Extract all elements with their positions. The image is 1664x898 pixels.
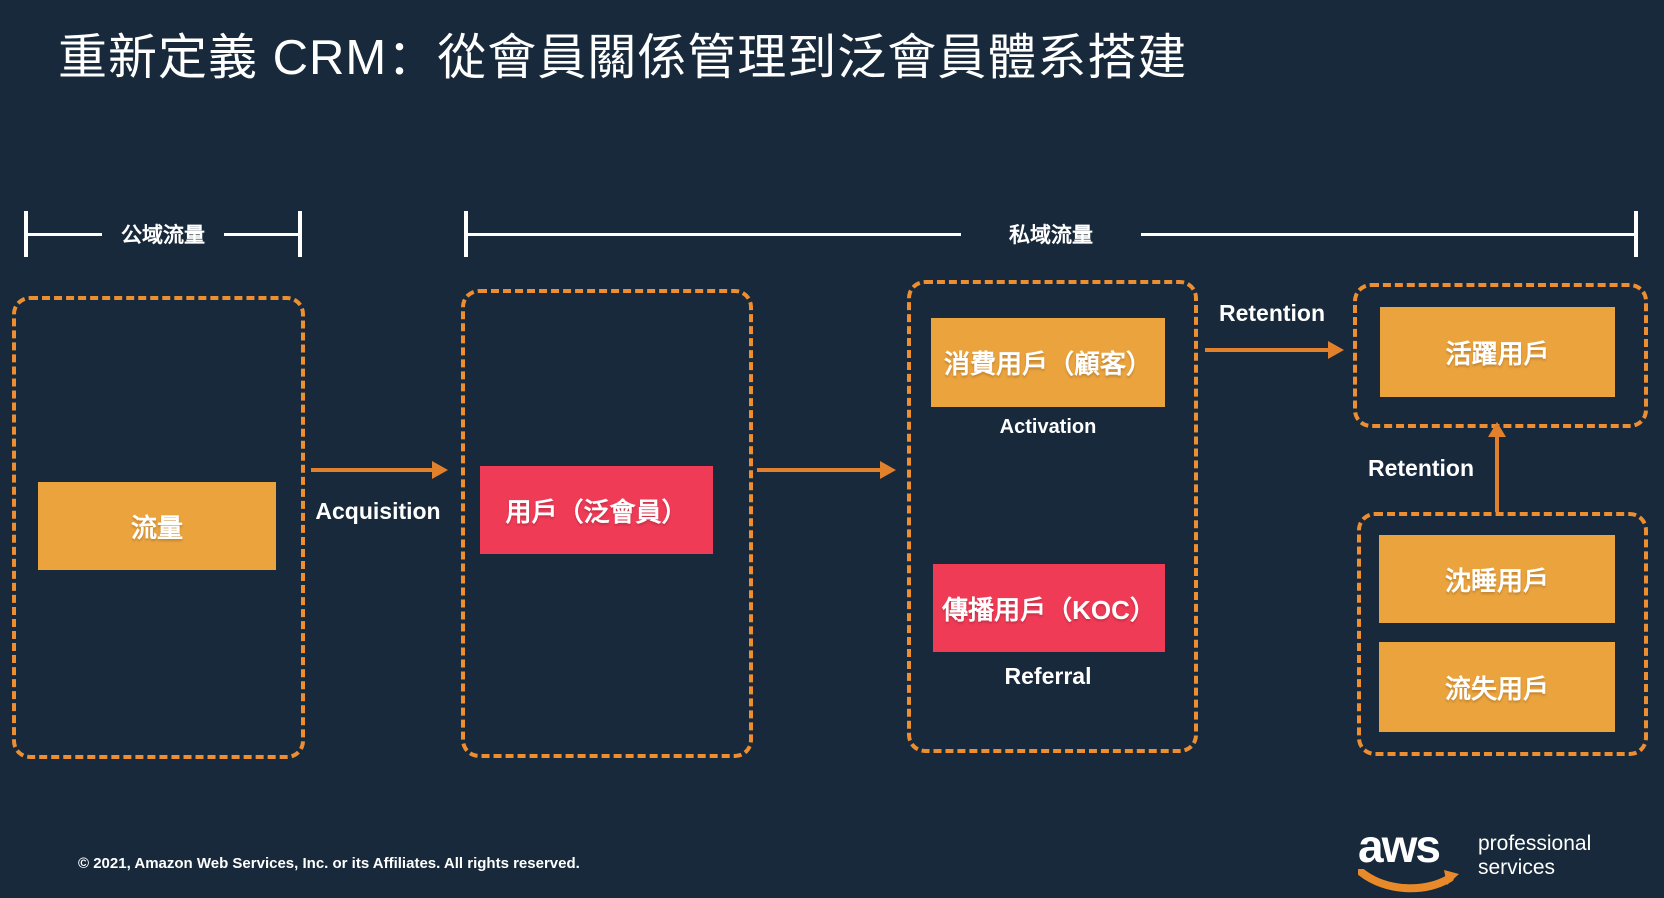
bracket-line xyxy=(468,232,961,236)
node-traffic: 流量 xyxy=(38,482,276,570)
bracket-label-public: 公域流量 xyxy=(121,224,205,247)
arrow-users-to-engagement xyxy=(757,461,896,479)
dashed-group-engagement xyxy=(907,280,1198,753)
node-active-users: 活躍用戶 xyxy=(1380,307,1615,397)
bracket-label-private: 私域流量 xyxy=(1009,224,1093,247)
dashed-group-public-traffic xyxy=(12,296,305,759)
node-active-users-label: 活躍用戶 xyxy=(1445,338,1550,369)
node-koc-label: 傳播用戶（KOC） xyxy=(942,594,1156,625)
bracket-tick-left xyxy=(24,211,28,257)
bracket-private-traffic: 私域流量 xyxy=(464,211,1638,257)
node-consumers: 消費用戶（顧客） xyxy=(931,318,1165,407)
arrow-acquisition xyxy=(311,461,448,479)
stage-label-acquisition: Acquisition xyxy=(315,498,441,524)
stage-label-retention-top: Retention xyxy=(1218,300,1326,326)
node-koc: 傳播用戶（KOC） xyxy=(933,564,1165,652)
aws-logo-subtext: professional services xyxy=(1478,832,1591,879)
stage-label-activation: Activation xyxy=(999,416,1097,438)
bracket-tick-right xyxy=(1634,211,1638,257)
node-churned-users-label: 流失用戶 xyxy=(1444,673,1549,704)
arrow-head-icon xyxy=(1488,422,1506,437)
arrow-head-icon xyxy=(880,461,896,479)
arrow-head-icon xyxy=(432,461,448,479)
bracket-tick-left xyxy=(464,211,468,257)
aws-logo-text: aws xyxy=(1358,820,1441,872)
aws-logo-subtext-line2: services xyxy=(1478,855,1556,879)
node-dormant-users-label: 沈睡用戶 xyxy=(1444,565,1549,596)
aws-professional-services-logo: aws professional services xyxy=(1358,820,1591,895)
copyright-text: © 2021, Amazon Web Services, Inc. or its… xyxy=(78,855,580,872)
stage-label-referral: Referral xyxy=(1004,663,1092,689)
bracket-line xyxy=(224,232,298,236)
node-dormant-users: 沈睡用戶 xyxy=(1379,535,1615,623)
bracket-public-traffic: 公域流量 xyxy=(24,211,302,257)
aws-logo-subtext-line1: professional xyxy=(1478,832,1592,855)
node-churned-users: 流失用戶 xyxy=(1379,642,1615,732)
node-consumers-label: 消費用戶（顧客） xyxy=(943,349,1152,379)
bracket-line xyxy=(28,232,102,236)
arrow-head-icon xyxy=(1328,341,1344,359)
aws-wordmark: aws xyxy=(1358,820,1460,895)
dashed-group-inactive-users xyxy=(1357,512,1648,756)
dashed-group-users xyxy=(461,289,753,758)
aws-smile-icon xyxy=(1358,868,1459,892)
bracket-tick-right xyxy=(298,211,302,257)
stage-label-retention-side: Retention xyxy=(1367,455,1475,481)
node-users: 用戶（泛會員） xyxy=(480,466,713,554)
arrow-retention-up xyxy=(1488,422,1506,512)
page-title: 重新定義 CRM：從會員關係管理到泛會員體系搭建 xyxy=(58,31,1188,85)
node-users-label: 用戶（泛會員） xyxy=(505,496,688,527)
bracket-line xyxy=(1141,232,1634,236)
arrow-retention-top xyxy=(1205,341,1344,359)
node-traffic-label: 流量 xyxy=(130,512,183,543)
